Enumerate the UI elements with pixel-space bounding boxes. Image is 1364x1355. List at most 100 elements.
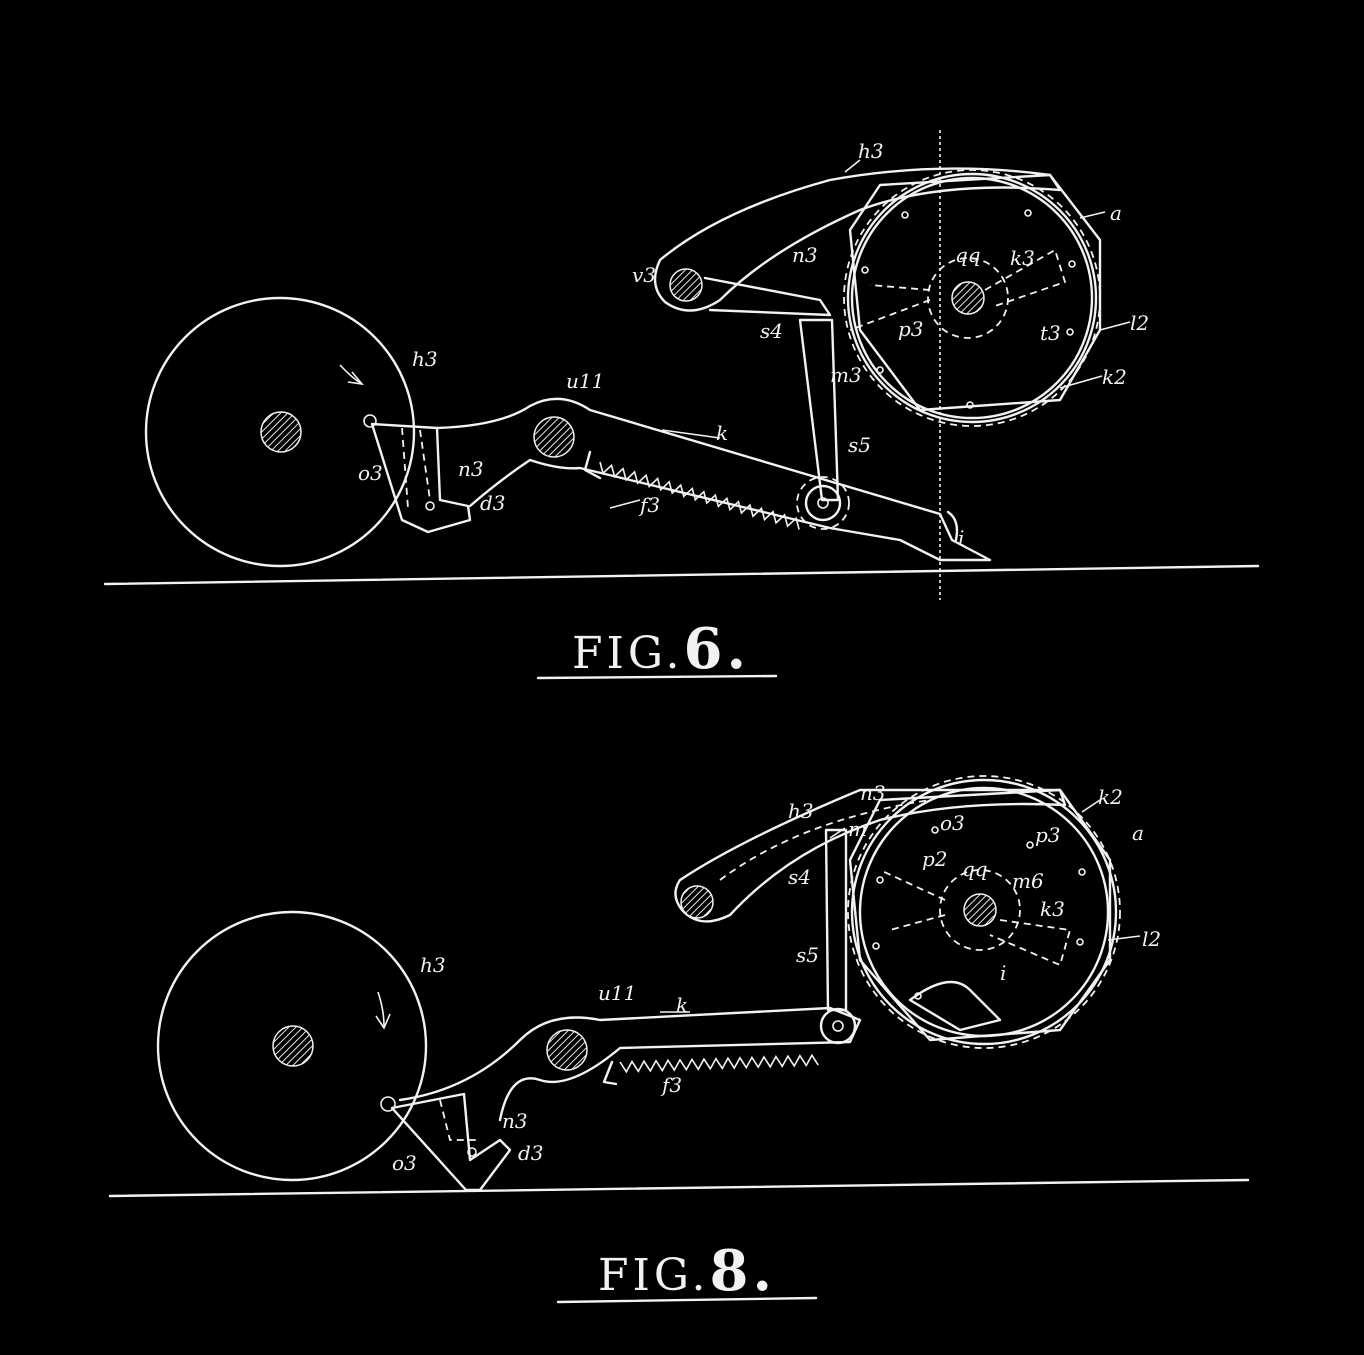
label-k3: k3 <box>1040 897 1065 921</box>
caption-prefix: FIG. <box>598 1250 709 1301</box>
arm-pivot-u11 <box>546 1029 588 1071</box>
rotation-arrow-head <box>375 1013 391 1030</box>
leader-line <box>661 429 721 439</box>
ground-line <box>108 1178 1250 1198</box>
main-arm-k <box>435 397 992 562</box>
gear-hole <box>901 211 909 219</box>
label-m3: m3 <box>830 363 862 387</box>
ratchet-polygon <box>848 173 1102 412</box>
label-m: m <box>848 817 867 841</box>
main-arm-k <box>398 1006 862 1122</box>
label-k2: k2 <box>1098 785 1123 809</box>
upper-arm-h3 <box>674 788 1067 923</box>
spring-f3 <box>599 461 800 530</box>
label-k: k <box>716 421 728 445</box>
arm-pivot-u11 <box>533 416 575 458</box>
label-f3: f3 <box>638 493 660 517</box>
link-s5 <box>824 828 848 1012</box>
label-u11: u11 <box>566 369 604 393</box>
rod-n3 <box>703 276 832 317</box>
cam-k3 <box>984 248 1067 307</box>
gear-hole <box>914 992 922 1000</box>
label-a: a <box>1132 821 1144 845</box>
left-wheel <box>156 910 428 1182</box>
gear-disc <box>850 176 1094 420</box>
left-wheel-hub <box>260 411 302 453</box>
caption-underline <box>536 674 778 680</box>
leader-line <box>1099 321 1131 331</box>
pawl-lever <box>370 422 472 534</box>
rotation-arrow-head <box>347 371 364 386</box>
arm-tip <box>946 510 959 542</box>
link-pivot-pin <box>832 1020 844 1032</box>
gear-hole <box>931 826 939 834</box>
caption-number: 6. <box>683 616 749 682</box>
label-t3: t3 <box>1040 321 1061 345</box>
gear-spokes-hidden <box>879 869 946 931</box>
caption-number: 8. <box>709 1238 775 1304</box>
gear-teeth <box>847 775 1121 1049</box>
cam-k3 <box>989 919 1072 967</box>
label-p3: p3 <box>898 317 924 341</box>
gear-hole <box>876 366 884 374</box>
gear-hole <box>861 266 869 274</box>
label-s5: s5 <box>848 433 871 457</box>
gear-rim <box>846 172 1098 424</box>
wheel-pin <box>363 414 377 428</box>
link-pivot <box>804 484 842 522</box>
pawl-i <box>908 980 1002 1032</box>
figure-8: h3 n3 k2 o3 p3 a m qq p2 k3 s4 m6 l2 s5 … <box>108 775 1250 1304</box>
label-h3-wheel: h3 <box>420 953 446 977</box>
gear-hole <box>872 942 880 950</box>
leader-line <box>1079 211 1106 219</box>
gear-hole <box>1026 841 1034 849</box>
pawl-pin <box>425 501 435 511</box>
label-p2: p2 <box>922 847 948 871</box>
link-pivot-pin <box>817 497 829 509</box>
left-wheel <box>144 296 416 568</box>
label-n3-upper: n3 <box>860 781 886 805</box>
rotation-arrow <box>377 991 385 1027</box>
gear-hole <box>1078 868 1086 876</box>
gear-hub-hidden <box>927 257 1009 339</box>
label-v3: v3 <box>632 263 656 287</box>
leader-line <box>1081 799 1101 813</box>
pawl-hidden-lines <box>401 427 431 509</box>
gear-hole <box>966 401 974 409</box>
label-a: a <box>1110 201 1122 225</box>
upper-arm-hidden <box>719 799 931 881</box>
label-h3-wheel: h3 <box>412 347 438 371</box>
gear-hub-hidden <box>939 869 1021 951</box>
upper-arm-pivot-v3 <box>669 268 703 302</box>
label-d3: d3 <box>480 491 506 515</box>
leader-line <box>829 827 846 839</box>
label-i: i <box>1000 961 1006 985</box>
label-i: i <box>958 526 964 550</box>
link-pivot <box>819 1007 857 1045</box>
gear-hole <box>876 876 884 884</box>
pawl-hidden-lines <box>439 1099 480 1141</box>
label-o3: o3 <box>358 461 383 485</box>
gear-rim <box>850 778 1118 1046</box>
figure-6: h3 a k3 qq n3 v3 s4 l2 t3 m3 k2 p3 h3 u1… <box>103 130 1260 682</box>
leader-line <box>609 499 641 509</box>
upper-arm-pivot <box>680 885 714 919</box>
pawl-pin <box>467 1147 477 1157</box>
pawl-lever <box>390 1092 512 1192</box>
label-qq: qq <box>955 243 981 267</box>
caption-prefix: FIG. <box>572 628 683 679</box>
label-f3: f3 <box>660 1073 682 1097</box>
label-o3: o3 <box>392 1151 417 1175</box>
label-l2: l2 <box>1142 927 1161 951</box>
label-l2: l2 <box>1130 311 1149 335</box>
label-n3-lower: n3 <box>502 1109 528 1133</box>
leader-line <box>1059 375 1103 389</box>
leader-line <box>844 159 861 173</box>
label-s4: s4 <box>760 319 783 343</box>
ground-line <box>103 564 1260 586</box>
label-u11: u11 <box>598 981 636 1005</box>
gear-axle <box>963 893 997 927</box>
label-h3-upper: h3 <box>858 139 884 163</box>
label-k: k <box>676 993 688 1017</box>
